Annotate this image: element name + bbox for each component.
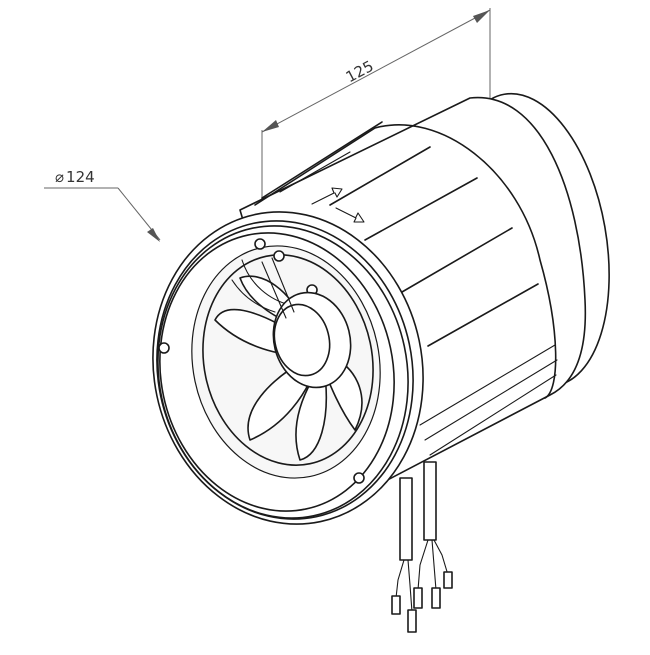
screw-icon bbox=[254, 238, 266, 250]
airflow-arrows bbox=[311, 187, 365, 223]
cable-sheath-left bbox=[399, 477, 413, 561]
motor-hub bbox=[272, 291, 352, 389]
rear-band-line-1 bbox=[419, 344, 556, 426]
cable-sheath-right bbox=[423, 461, 437, 541]
rim-edge-2 bbox=[157, 225, 409, 519]
length-arrow-right bbox=[473, 10, 490, 23]
strut bbox=[261, 261, 287, 319]
rim-inner bbox=[159, 232, 395, 512]
screw-icon bbox=[353, 472, 365, 484]
wire-terminal-icon bbox=[431, 587, 441, 609]
support-struts bbox=[261, 257, 295, 319]
rim-throat-inner bbox=[202, 254, 374, 466]
strut bbox=[271, 257, 295, 313]
blade-edge-line bbox=[231, 279, 276, 313]
front-band-edge bbox=[254, 124, 557, 399]
hub-inner bbox=[273, 303, 331, 377]
wire-terminal-icon bbox=[391, 595, 401, 615]
length-dimension-line bbox=[261, 9, 491, 133]
housing-rib-4 bbox=[427, 283, 539, 347]
wire-terminal-icon bbox=[407, 609, 417, 633]
housing-rib-3 bbox=[401, 227, 513, 293]
screw-icon bbox=[158, 342, 170, 354]
housing-rib-2 bbox=[364, 177, 478, 241]
wire bbox=[395, 559, 405, 599]
wire bbox=[431, 539, 437, 591]
wire-terminal-icon bbox=[443, 571, 453, 589]
length-arrow-left bbox=[262, 120, 279, 132]
wire bbox=[407, 559, 413, 613]
rear-band-line-3 bbox=[429, 374, 557, 456]
wire bbox=[433, 539, 449, 576]
length-dimension-label: 125 bbox=[343, 57, 377, 86]
housing-rib-5 bbox=[279, 151, 351, 193]
rim-screws bbox=[158, 238, 365, 484]
wire-terminal-icon bbox=[413, 587, 423, 609]
diameter-symbol: ⌀ bbox=[55, 168, 64, 186]
diameter-arrow bbox=[147, 228, 160, 242]
rear-band-line-2 bbox=[424, 359, 558, 441]
housing-rib-1 bbox=[329, 146, 431, 206]
diameter-label: ⌀124 bbox=[55, 168, 95, 186]
wire bbox=[417, 539, 429, 591]
diameter-value: 124 bbox=[66, 168, 95, 186]
airflow-arrow-down-icon bbox=[335, 207, 365, 223]
cable-assembly bbox=[391, 461, 453, 633]
diameter-dimension: ⌀124 bbox=[44, 168, 161, 242]
screw-icon bbox=[273, 250, 285, 262]
impeller-blade-3 bbox=[295, 374, 328, 461]
airflow-arrow-up-icon bbox=[311, 187, 343, 205]
